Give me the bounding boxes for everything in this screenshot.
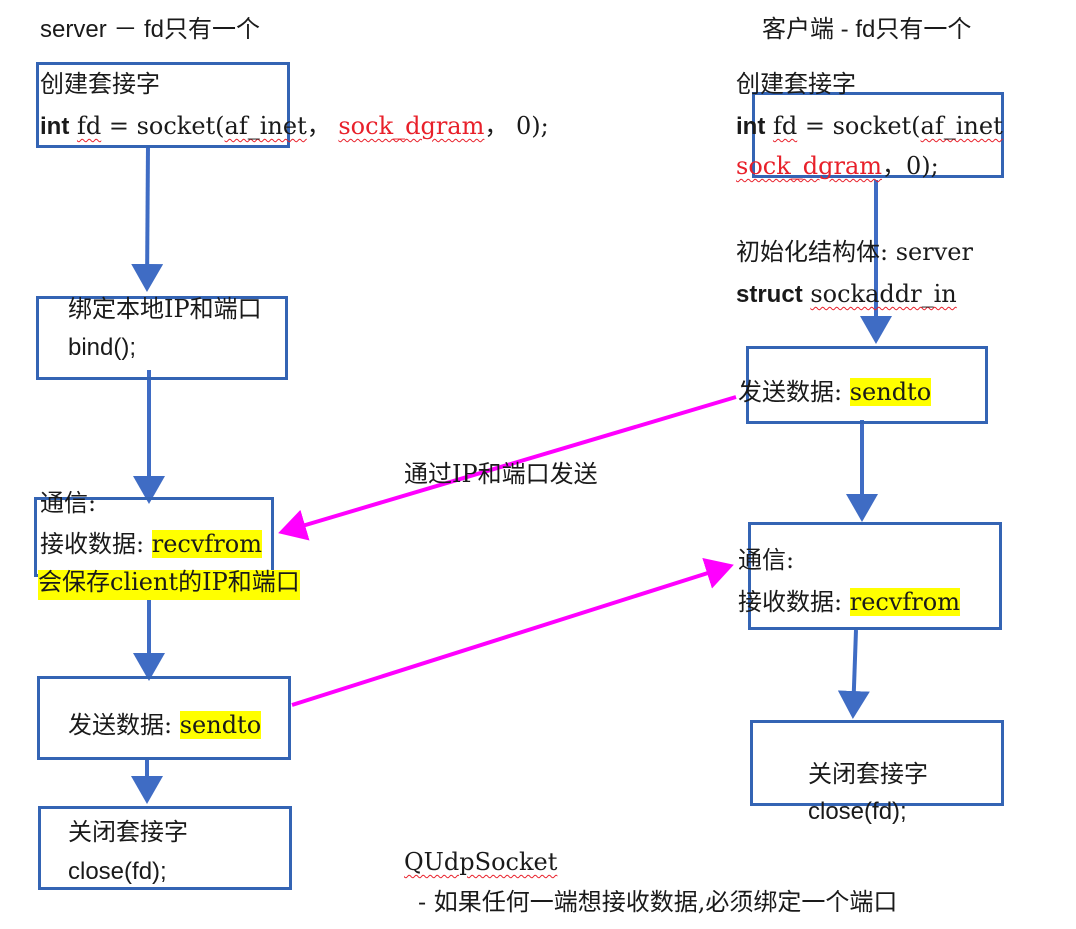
client-code-sock-dgram: sock_dgram [736,152,883,180]
client-init-struct-code: struct sockaddr_in [736,282,957,307]
client-code-mid: = socket( [797,112,921,140]
server-close-box [38,806,292,890]
server-socket-call: int fd = socket(af_inet， sock_dgram， 0); [40,114,549,139]
client-close-box [750,720,1004,806]
client-code-af-inet: af_inet [920,112,1003,140]
client-recv-label: 通信: [738,546,795,574]
client-recvfrom: recvfrom [849,588,960,616]
client-create-socket-label: 创建套接字 [736,70,856,98]
server-bind-label: 绑定本地IP和端口 [68,295,262,323]
qudpsocket-title: QUdpSocket [404,848,558,876]
client-close-label: 关闭套接字 [808,760,928,788]
client-init-struct-label: 初始化结构体: server [736,238,973,266]
server-code-mid: = socket( [101,112,225,140]
client-close-call: close(fd); [808,798,907,825]
send-via-ip-port-label: 通过IP和端口发送 [404,460,598,488]
server-code-int: int [40,113,70,140]
client-arrow-recv-to-close [837,629,870,719]
server-code-sep: ， [306,112,339,140]
server-create-socket-box [36,62,290,148]
client-title: 客户端 - fd只有一个 [762,16,972,43]
server-code-sock-dgram: sock_dgram [338,112,485,140]
server-close-label: 关闭套接字 [68,818,188,846]
client-code-fd: fd [772,112,798,140]
client-sendto: sendto [849,378,932,406]
qudpsocket-note: - 如果任何一端想接收数据,必须绑定一个端口 [418,888,898,916]
client-send-prefix: 发送数据: [738,378,850,406]
server-sendto: sendto [179,711,262,739]
server-arrow-create-to-bind [131,144,164,292]
server-send-box [37,676,291,760]
server-send-line: 发送数据: sendto [68,711,262,739]
client-send-line: 发送数据: sendto [738,378,932,406]
client-socket-call-cont: sock_dgram，0); [736,154,939,178]
client-recv-line: 接收数据: recvfrom [738,588,960,616]
client-socket-call: int fd = socket(af_inet [736,114,1003,139]
client-recv-prefix: 接收数据: [738,588,850,616]
client-create-socket-box [752,92,1004,178]
server-send-prefix: 发送数据: [68,711,180,739]
server-create-socket-label: 创建套接字 [40,70,160,98]
server-code-end: ， 0); [484,112,549,140]
server-recv-line: 接收数据: recvfrom [40,530,262,558]
server-code-fd: fd [76,112,102,140]
arrow-client-send-to-server-recv [278,395,737,541]
server-bind-call: bind(); [68,334,137,361]
server-close-call: close(fd); [68,858,167,885]
client-code-sockaddr-in: sockaddr_in [810,280,957,308]
server-recv-prefix: 接收数据: [40,530,152,558]
client-send-box [746,346,988,424]
server-code-af-inet: af_inet [224,112,307,140]
client-code-end: ，0); [882,152,939,180]
server-title: server － fd只有一个 [40,16,261,43]
client-code-struct: struct [736,281,803,308]
client-recv-box [748,522,1002,630]
server-bind-box [36,296,288,380]
client-code-int: int [736,113,766,140]
server-recvfrom: recvfrom [151,530,262,558]
arrow-server-send-to-client-recv [291,558,734,707]
server-recv-label: 通信: [40,489,97,517]
server-recv-note: 会保存client的IP和端口 [38,570,300,600]
